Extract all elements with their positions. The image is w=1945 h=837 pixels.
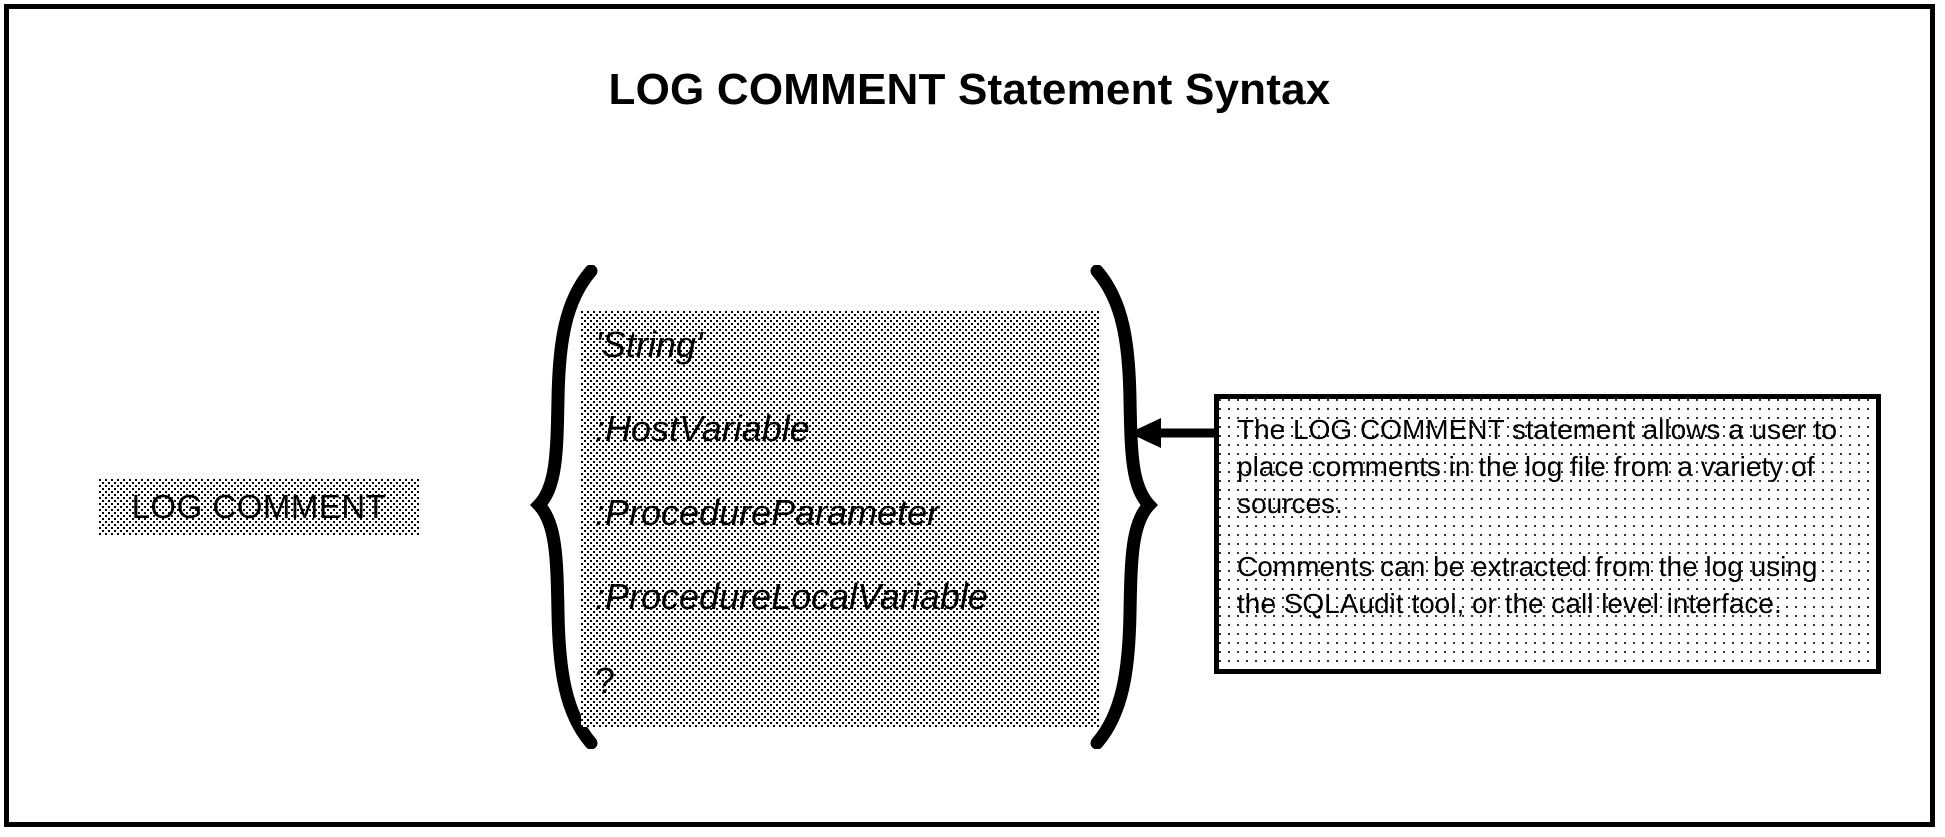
alternatives-list: 'String' :HostVariable :ProcedureParamet…: [581, 311, 1099, 727]
alternative-item-string: 'String': [595, 324, 703, 365]
open-brace-icon: [529, 265, 607, 749]
diagram-frame: LOG COMMENT Statement Syntax LOG COMMENT…: [4, 4, 1935, 827]
keyword-box-log-comment: LOG COMMENT: [99, 479, 419, 535]
callout-arrow-icon: [1127, 413, 1217, 453]
alternatives-panel: 'String' :HostVariable :ProcedureParamet…: [581, 311, 1099, 727]
callout-paragraph-2: Comments can be extracted from the log u…: [1237, 551, 1818, 619]
alternative-item-host-variable: :HostVariable: [595, 408, 810, 449]
alternative-item-question-mark: ?: [595, 660, 616, 701]
page-title: LOG COMMENT Statement Syntax: [608, 65, 1331, 114]
callout-box: The LOG COMMENT statement allows a user …: [1214, 394, 1881, 674]
callout-paragraph-1: The LOG COMMENT statement allows a user …: [1237, 414, 1838, 519]
keyword-label: LOG COMMENT: [131, 488, 387, 525]
alternative-item-procedure-local-variable: :ProcedureLocalVariable: [595, 576, 988, 617]
close-brace-icon: [1081, 265, 1159, 749]
alternative-item-procedure-parameter: :ProcedureParameter: [595, 492, 940, 533]
